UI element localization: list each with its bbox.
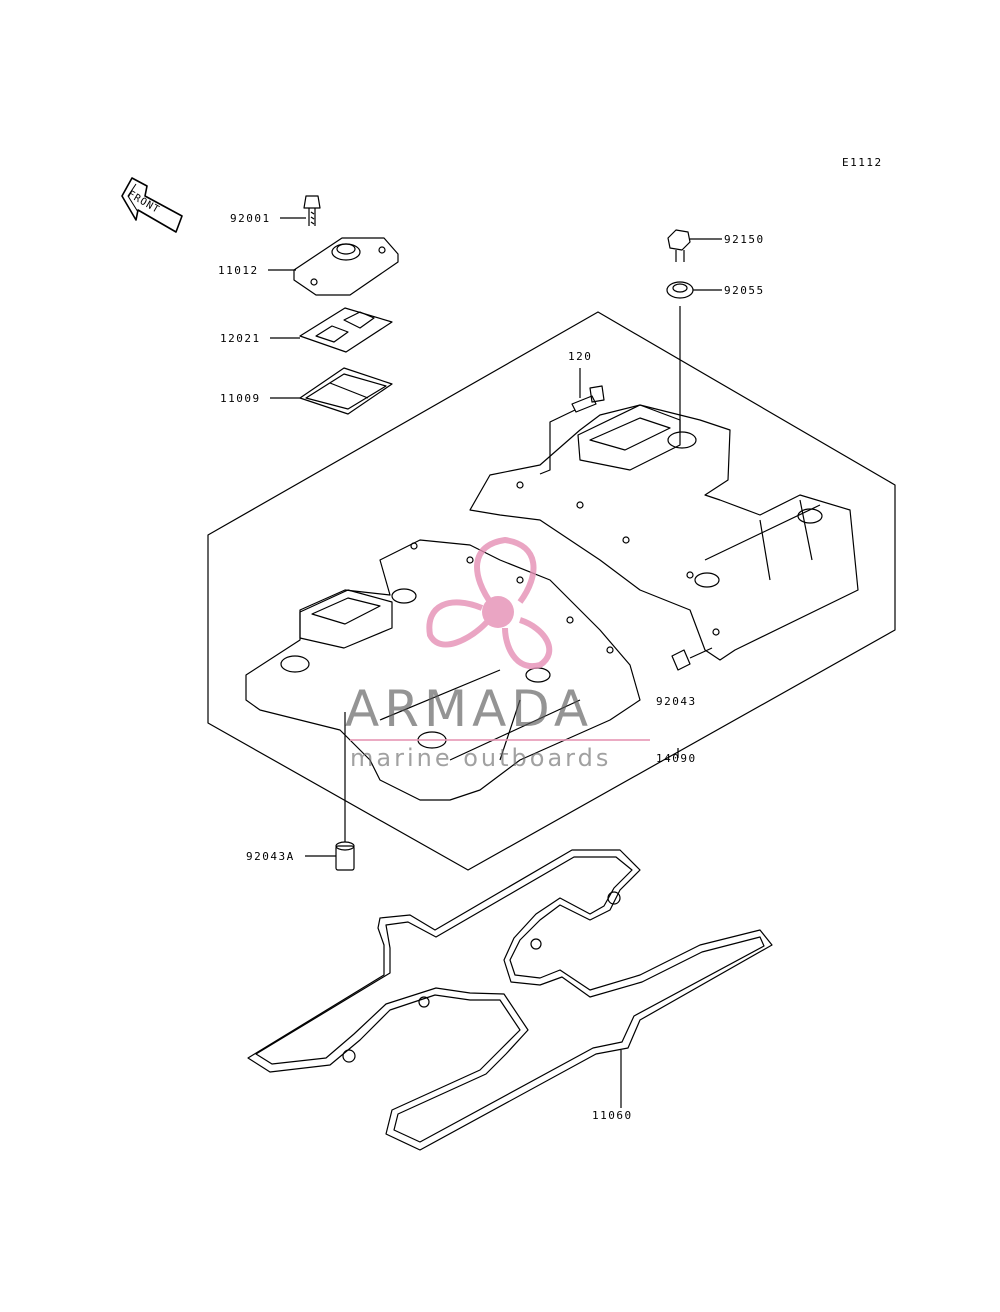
figure-code: E1112 — [842, 156, 883, 169]
part-label-11009: 11009 — [220, 392, 261, 405]
bolt-92150 — [667, 229, 691, 262]
cylinder-head-cover-right — [469, 404, 859, 661]
watermark-tagline: marine outboards — [350, 744, 612, 772]
bolt-120 — [571, 385, 605, 413]
leader-lines — [268, 217, 722, 1108]
breather-cover-11012 — [293, 237, 399, 296]
bolt-92001 — [303, 195, 321, 226]
part-label-11012: 11012 — [218, 264, 259, 277]
part-label-14090: 14090 — [656, 752, 697, 765]
plate-12021 — [299, 307, 393, 353]
part-label-120: 120 — [568, 350, 593, 363]
watermark-logo-icon — [426, 536, 553, 670]
gasket-11060 — [247, 849, 773, 1151]
front-arrow-icon — [121, 177, 183, 233]
dowel-92043 — [671, 649, 691, 671]
dowel-92043a — [335, 841, 355, 871]
cover-assembly-outline — [207, 311, 896, 871]
part-label-12021: 12021 — [220, 332, 261, 345]
part-label-92043: 92043 — [656, 695, 697, 708]
washer-92055 — [666, 281, 694, 299]
watermark-brand: ARMADA — [345, 680, 594, 738]
part-label-11060: 11060 — [592, 1109, 633, 1122]
part-label-92055: 92055 — [724, 284, 765, 297]
part-label-92001: 92001 — [230, 212, 271, 225]
part-label-92043a: 92043A — [246, 850, 295, 863]
watermark-divider — [350, 739, 650, 741]
gasket-11009 — [299, 367, 393, 415]
part-label-92150: 92150 — [724, 233, 765, 246]
